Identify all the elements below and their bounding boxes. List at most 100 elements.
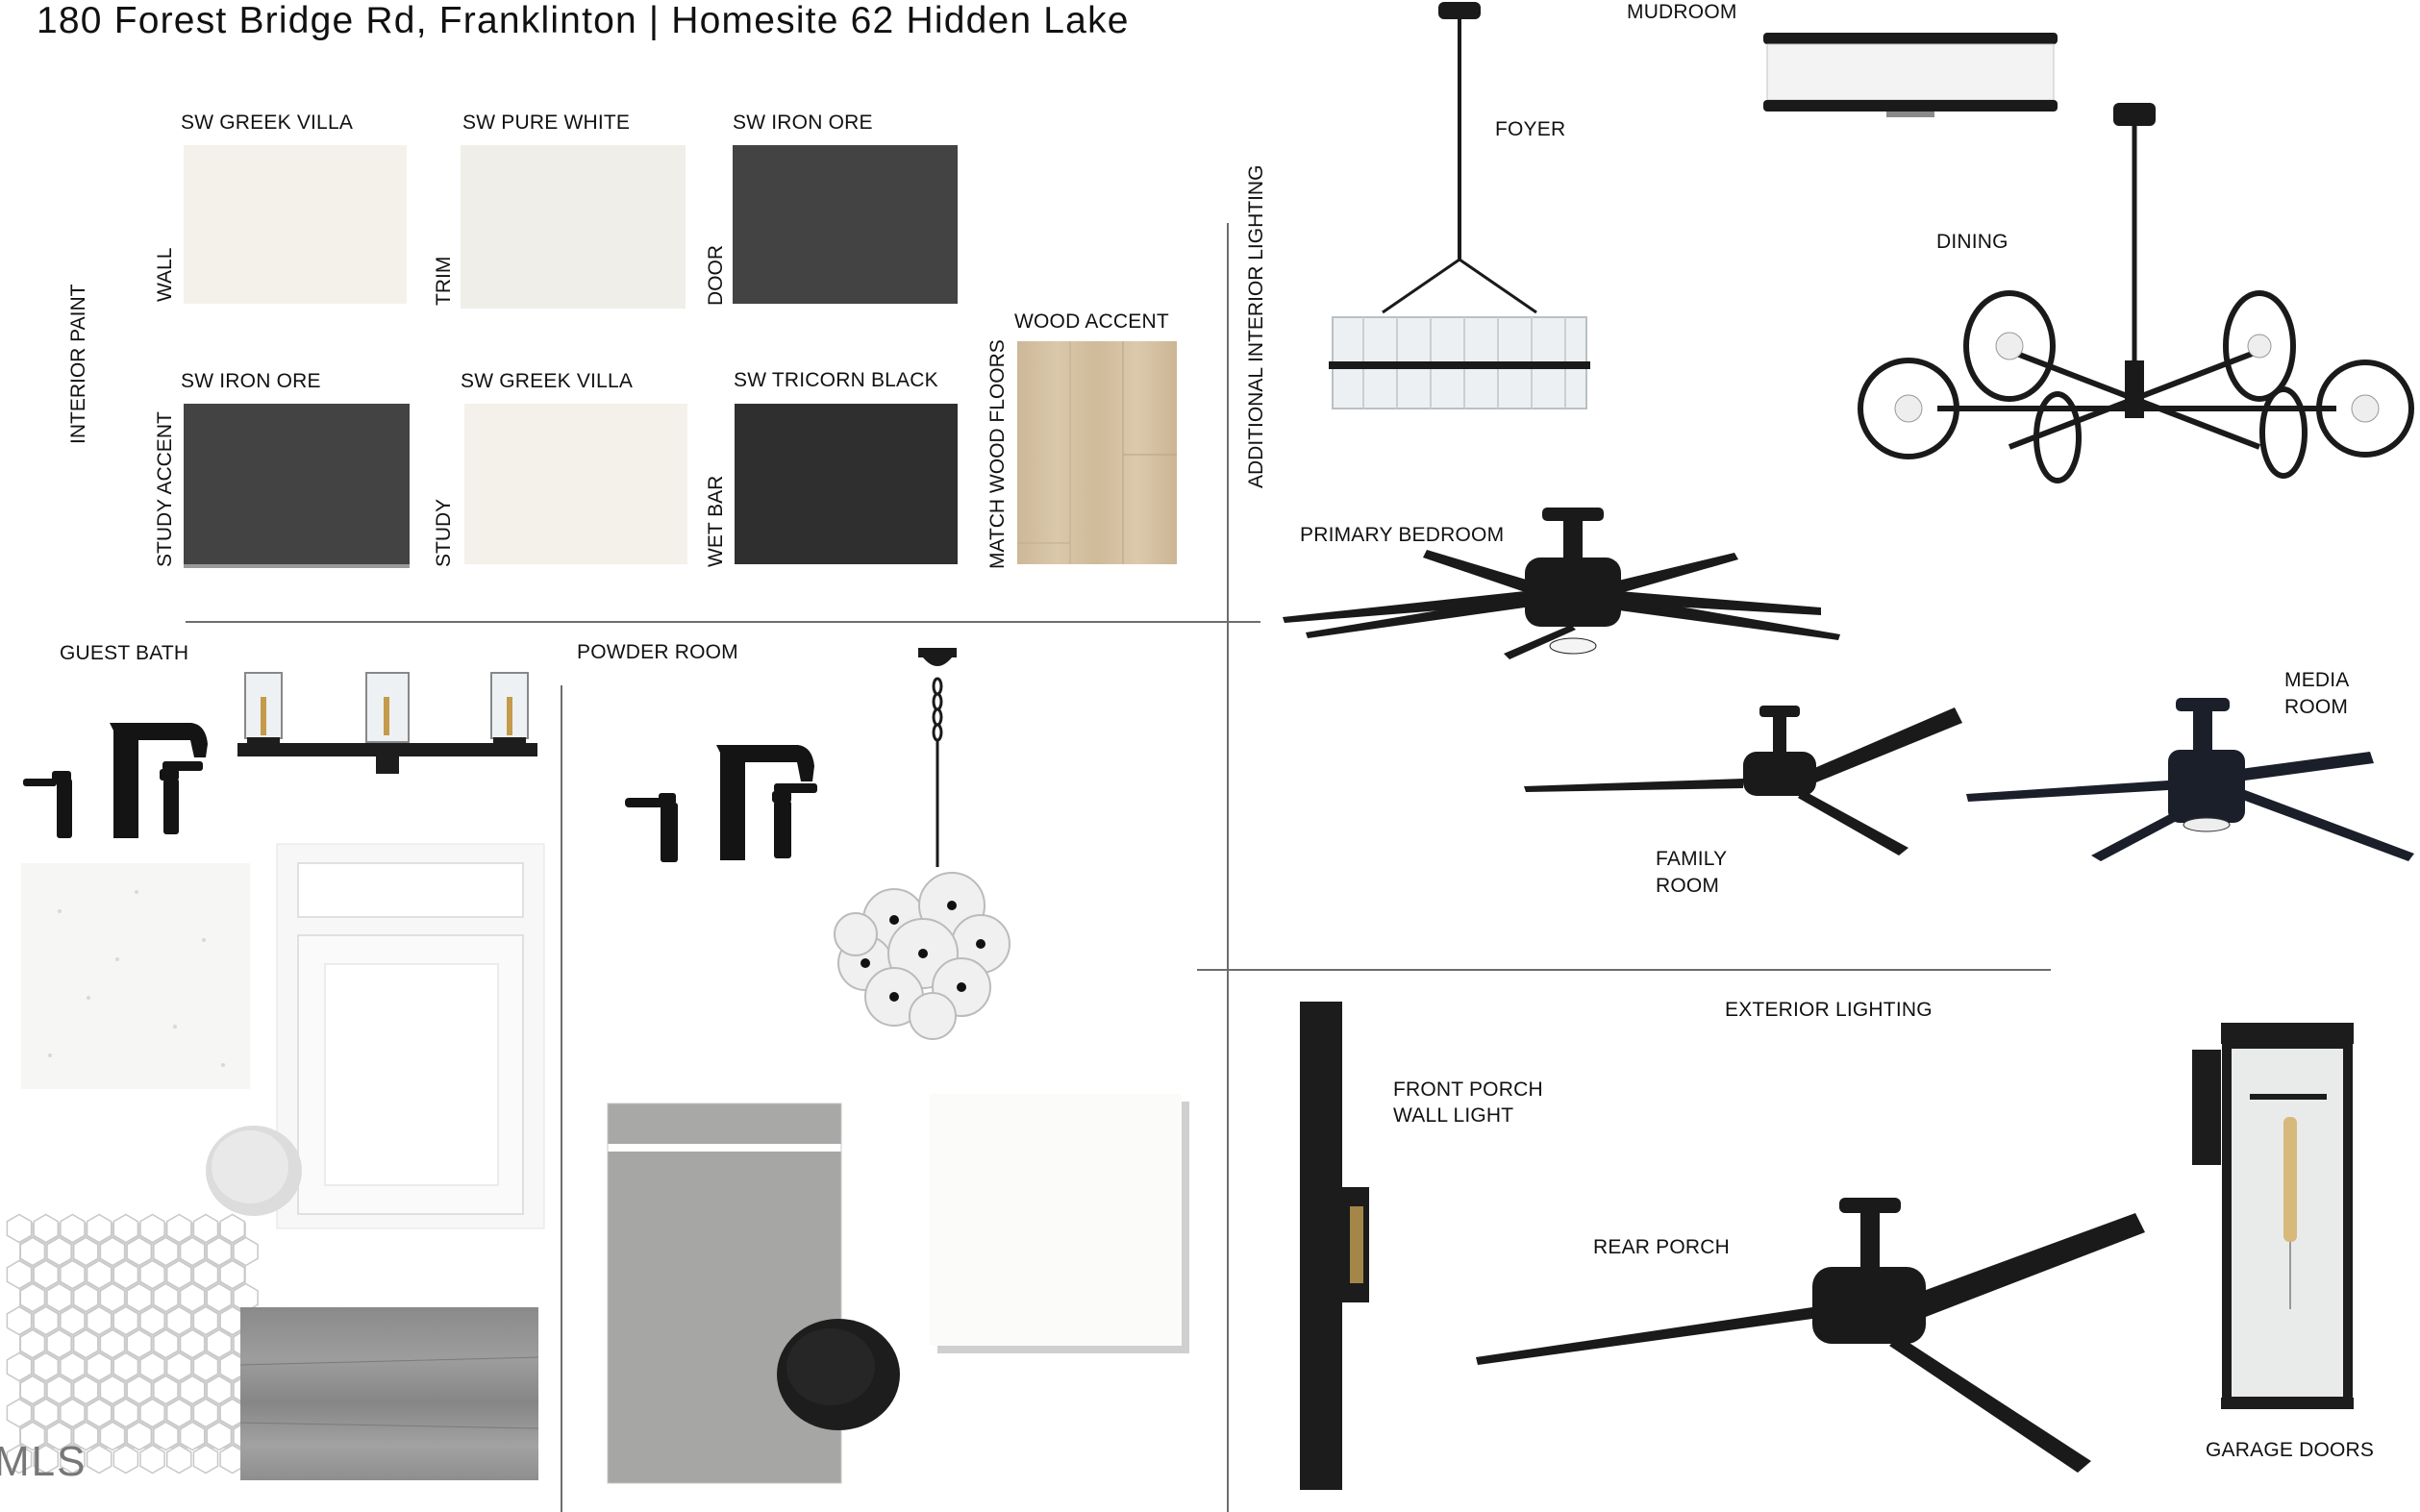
chandelier-icon	[1329, 2, 1590, 409]
hex-tile	[139, 1213, 165, 1244]
hex-tile	[46, 1375, 72, 1405]
hex-tile	[233, 1236, 259, 1267]
hex-tile	[206, 1328, 233, 1359]
hex-tile	[192, 1351, 219, 1382]
ceiling-fan-icon	[1524, 706, 1962, 855]
mls-watermark: MLS	[0, 1438, 87, 1485]
hex-tile	[219, 1259, 246, 1290]
hex-tile	[112, 1398, 139, 1428]
pendant-light-icon	[834, 648, 1010, 1040]
hex-tile	[72, 1421, 99, 1451]
countertop-sample	[930, 1094, 1189, 1353]
hex-tile	[19, 1282, 46, 1313]
hex-tile	[99, 1421, 126, 1451]
dining-label: DINING	[1936, 231, 2008, 253]
hex-tile	[60, 1444, 86, 1475]
paint-swatch-wet-bar	[735, 404, 958, 564]
hex-tile	[126, 1421, 153, 1451]
wood-sample	[1017, 341, 1177, 564]
swatch-use: STUDY ACCENT	[154, 411, 176, 567]
countertop-sample	[21, 863, 250, 1089]
hex-tile	[60, 1259, 86, 1290]
foyer-label: FOYER	[1495, 118, 1566, 140]
swatch-use: DOOR	[705, 245, 727, 306]
ceiling-fan-icon	[1966, 698, 2414, 861]
paint-swatch-door	[733, 145, 958, 304]
primary-bedroom-label: PRIMARY BEDROOM	[1300, 524, 1505, 546]
hex-tile	[165, 1351, 192, 1382]
hex-tile	[179, 1375, 206, 1405]
hex-tile	[86, 1305, 112, 1336]
floor-tile-sample	[239, 1307, 539, 1480]
hex-tile	[33, 1305, 60, 1336]
hex-tile	[139, 1444, 165, 1475]
family-room-label: FAMILY	[1656, 848, 1728, 870]
garage-doors-label: GARAGE DOORS	[2206, 1439, 2375, 1461]
hex-tile	[139, 1259, 165, 1290]
hex-tile	[153, 1421, 179, 1451]
wood-accent-label: WOOD ACCENT	[1014, 310, 1169, 333]
wood-use: MATCH WOOD FLOORS	[986, 339, 1009, 569]
hex-tile	[86, 1213, 112, 1244]
hex-tile	[179, 1421, 206, 1451]
hex-tile	[206, 1236, 233, 1267]
ceiling-fan-icon	[1283, 508, 1840, 659]
hex-tile	[126, 1282, 153, 1313]
hex-tile	[179, 1236, 206, 1267]
hex-tile	[46, 1421, 72, 1451]
hex-tile	[19, 1421, 46, 1451]
paint-swatch-trim	[461, 145, 686, 309]
hex-tile	[99, 1236, 126, 1267]
hex-tile	[19, 1236, 46, 1267]
swatch-use: WALL	[154, 247, 176, 302]
hex-tile	[192, 1444, 219, 1475]
hex-tile	[179, 1328, 206, 1359]
swatch-name: SW GREEK VILLA	[181, 112, 354, 134]
hex-tile	[153, 1236, 179, 1267]
paint-swatch-study	[464, 404, 687, 564]
hex-tile	[192, 1213, 219, 1244]
paint-swatch-wall	[184, 145, 407, 304]
swatch-name: SW GREEK VILLA	[461, 370, 634, 392]
hex-tile	[179, 1282, 206, 1313]
hex-tile	[112, 1444, 139, 1475]
hex-tile	[72, 1282, 99, 1313]
front-porch-label: FRONT PORCH	[1393, 1078, 1543, 1101]
hex-tile	[139, 1398, 165, 1428]
media-room-label: ROOM	[2284, 696, 2349, 718]
hex-tile	[153, 1328, 179, 1359]
swatch-use: STUDY	[433, 498, 455, 567]
swatch-name: SW PURE WHITE	[462, 112, 631, 134]
hex-tile	[165, 1259, 192, 1290]
divider	[1227, 223, 1229, 1512]
hex-tile	[86, 1444, 112, 1475]
faucet-icon	[625, 745, 817, 862]
powder-room-label: POWDER ROOM	[577, 641, 738, 663]
hex-tile	[165, 1444, 192, 1475]
hex-tile	[112, 1305, 139, 1336]
faucet-icon	[23, 723, 208, 838]
hex-tile	[19, 1375, 46, 1405]
hex-tile	[192, 1398, 219, 1428]
paint-sample-icon	[777, 1319, 900, 1430]
hex-tile	[6, 1213, 33, 1244]
hex-tile	[72, 1328, 99, 1359]
exterior-lighting-label: EXTERIOR LIGHTING	[1725, 999, 1933, 1021]
hex-tile	[60, 1305, 86, 1336]
interior-paint-label: INTERIOR PAINT	[67, 284, 89, 444]
hex-tile	[126, 1328, 153, 1359]
hex-tile	[192, 1259, 219, 1290]
hex-tile	[19, 1328, 46, 1359]
hex-tile	[165, 1305, 192, 1336]
divider	[561, 685, 562, 1512]
hex-tile	[112, 1351, 139, 1382]
chandelier-icon	[1858, 103, 2414, 483]
vanity-light-icon	[237, 672, 537, 774]
guest-bath-label: GUEST BATH	[60, 642, 189, 664]
hex-tile	[6, 1259, 33, 1290]
hex-tile	[33, 1351, 60, 1382]
swatch-name: SW IRON ORE	[733, 112, 873, 134]
swatch-name: SW TRICORN BLACK	[734, 369, 938, 391]
hex-tile	[206, 1282, 233, 1313]
hex-tile	[112, 1213, 139, 1244]
